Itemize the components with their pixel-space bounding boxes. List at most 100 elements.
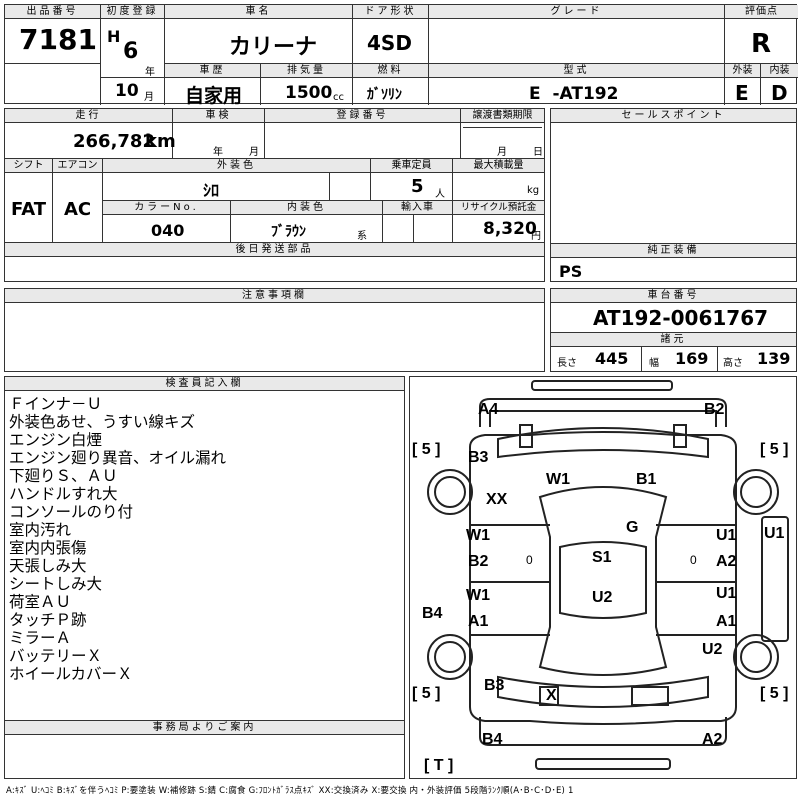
dim-row: 長さ 445 幅 169 高さ 139 (551, 346, 796, 372)
reg-year-unit: 年 (145, 67, 155, 78)
recycle-unit: 円 (531, 231, 541, 242)
damage-mark: A2 (716, 553, 737, 570)
seats-value: 5 (411, 176, 424, 197)
details-box: 走行 266,782 km 車検 年 月 登録番号 譲渡書類期限 月 日 シフト… (4, 108, 545, 282)
damage-mark: W1 (546, 471, 570, 488)
history-cell: 車歴 自家用 (165, 63, 261, 107)
recycle-cell: リサイクル預託金 8,320 円 (453, 201, 544, 243)
inspector-note: Ｆインナ－Ｕ (9, 395, 103, 413)
inspector-note: 天張しみ大 (9, 557, 87, 575)
colorno-cell: カラーNo. 040 (103, 201, 231, 243)
header-box: 出品番号 7181 初度登録 H 6 年 10 月 車名 カリーナ ドア形状 4… (4, 4, 798, 107)
model-value: E -AT192 (529, 84, 619, 104)
caution-label: 注意事項欄 (5, 289, 544, 303)
intcolor-unit: 系 (357, 231, 367, 242)
damage-mark: A1 (716, 613, 737, 630)
int-cell: 内装 D (761, 63, 798, 105)
inspector-label: 検査員記入欄 (5, 377, 404, 391)
damage-mark: [ 5 ] (760, 685, 789, 702)
color-cell: 外装色 ｼﾛ (103, 159, 371, 201)
equip-label: 純正装備 (551, 244, 796, 258)
colorno-label: カラーNo. (103, 201, 230, 215)
transfer-label: 譲渡書類期限 (461, 109, 544, 123)
lot-label: 出品番号 (5, 5, 100, 19)
damage-mark: G (626, 519, 639, 536)
damage-mark: 0 (526, 553, 533, 567)
damage-mark: B3 (468, 449, 489, 466)
damage-mark: 0 (690, 553, 697, 567)
ext-cell: 外装 E (725, 63, 761, 105)
color-label: 外装色 (103, 159, 370, 173)
disp-value: 1500 (285, 83, 333, 103)
damage-mark: [ T ] (424, 757, 454, 774)
chassis-label: 車台番号 (551, 289, 796, 303)
ac-cell: エアコン AC (53, 159, 103, 243)
inspect-cell: 車検 年 月 (173, 109, 265, 159)
sales-box: セールスポイント 純正装備 PS (550, 108, 797, 282)
sales-label: セールスポイント (551, 109, 796, 123)
dim-label: 諸元 (551, 332, 796, 347)
inspect-year: 年 (213, 147, 223, 158)
mileage-cell: 走行 266,782 km (5, 109, 176, 159)
wid-label: 幅 (649, 358, 659, 369)
damage-mark: [ 5 ] (412, 441, 441, 458)
inspect-month: 月 (249, 147, 259, 158)
intcolor-label: 内装色 (231, 201, 382, 215)
damage-mark: XX (486, 491, 508, 508)
chassis-number: AT192-0061767 (593, 306, 769, 330)
model-label: 型式 (429, 64, 724, 78)
shift-label: シフト (5, 159, 52, 173)
reg-month: 10 (115, 81, 139, 101)
damage-mark: [ 5 ] (760, 441, 789, 458)
intcolor-cell: 内装色 ﾌﾞﾗｳﾝ 系 (231, 201, 383, 243)
load-unit: kg (527, 185, 540, 196)
chassis-box: 車台番号 AT192-0061767 諸元 長さ 445 幅 169 高さ 13… (550, 288, 797, 372)
damage-mark: U1 (716, 527, 737, 544)
damage-mark: U1 (764, 525, 785, 542)
door-label: ドア形状 (353, 5, 428, 19)
damage-mark: A2 (702, 731, 723, 748)
reg-label: 初度登録 (101, 5, 164, 19)
disp-unit: cc (333, 92, 344, 103)
seats-label: 乗車定員 (371, 159, 452, 173)
inspector-note: バッテリーＸ (9, 647, 103, 665)
damage-mark: W1 (466, 527, 490, 544)
inspector-note: ハンドルすれ大 (9, 485, 118, 503)
damage-mark: S1 (592, 549, 612, 566)
damage-mark: B1 (636, 471, 657, 488)
inspector-note: ホイールカバーＸ (9, 665, 133, 683)
shift-cell: シフト FAT (5, 159, 53, 243)
mileage-value: 266,782 (73, 131, 155, 152)
inspector-note: ミラーＡ (9, 629, 72, 647)
caution-box: 注意事項欄 (4, 288, 545, 372)
color-value: ｼﾛ (203, 181, 220, 200)
history-label: 車歴 (165, 64, 260, 78)
len-value: 445 (595, 349, 629, 368)
name-label: 車名 (165, 5, 352, 19)
import-label: 輸入車 (383, 201, 452, 215)
inspector-note: エンジン白煙 (9, 431, 103, 449)
door-cell: ドア形状 4SD (353, 5, 429, 63)
equip-value: PS (559, 262, 583, 281)
inspector-note: 室内汚れ (9, 521, 72, 539)
later-cell: 後日発送部品 (5, 243, 544, 281)
lot-number: 7181 (19, 23, 97, 56)
damage-mark: B3 (484, 677, 505, 694)
later-label: 後日発送部品 (5, 243, 544, 257)
damage-mark: B4 (422, 605, 443, 622)
shift-value: FAT (11, 199, 47, 220)
inspect-label: 車検 (173, 109, 264, 123)
damage-mark: B2 (704, 401, 725, 418)
damage-mark: [ 5 ] (412, 685, 441, 702)
recycle-value: 8,320 (483, 219, 537, 239)
car-name: カリーナ (229, 35, 318, 60)
hgt-label: 高さ (723, 358, 743, 369)
legend: A:ｷｽﾞ U:ﾍｺﾐ B:ｷｽﾞを伴うﾍｺﾐ P:要塗装 W:補修跡 S:錆 … (6, 786, 574, 796)
fuel-label: 燃料 (353, 64, 428, 78)
load-label: 最大積載量 (453, 159, 544, 173)
int-value: D (771, 81, 788, 105)
import-cell: 輸入車 (383, 201, 453, 243)
damage-mark: B4 (482, 731, 503, 748)
